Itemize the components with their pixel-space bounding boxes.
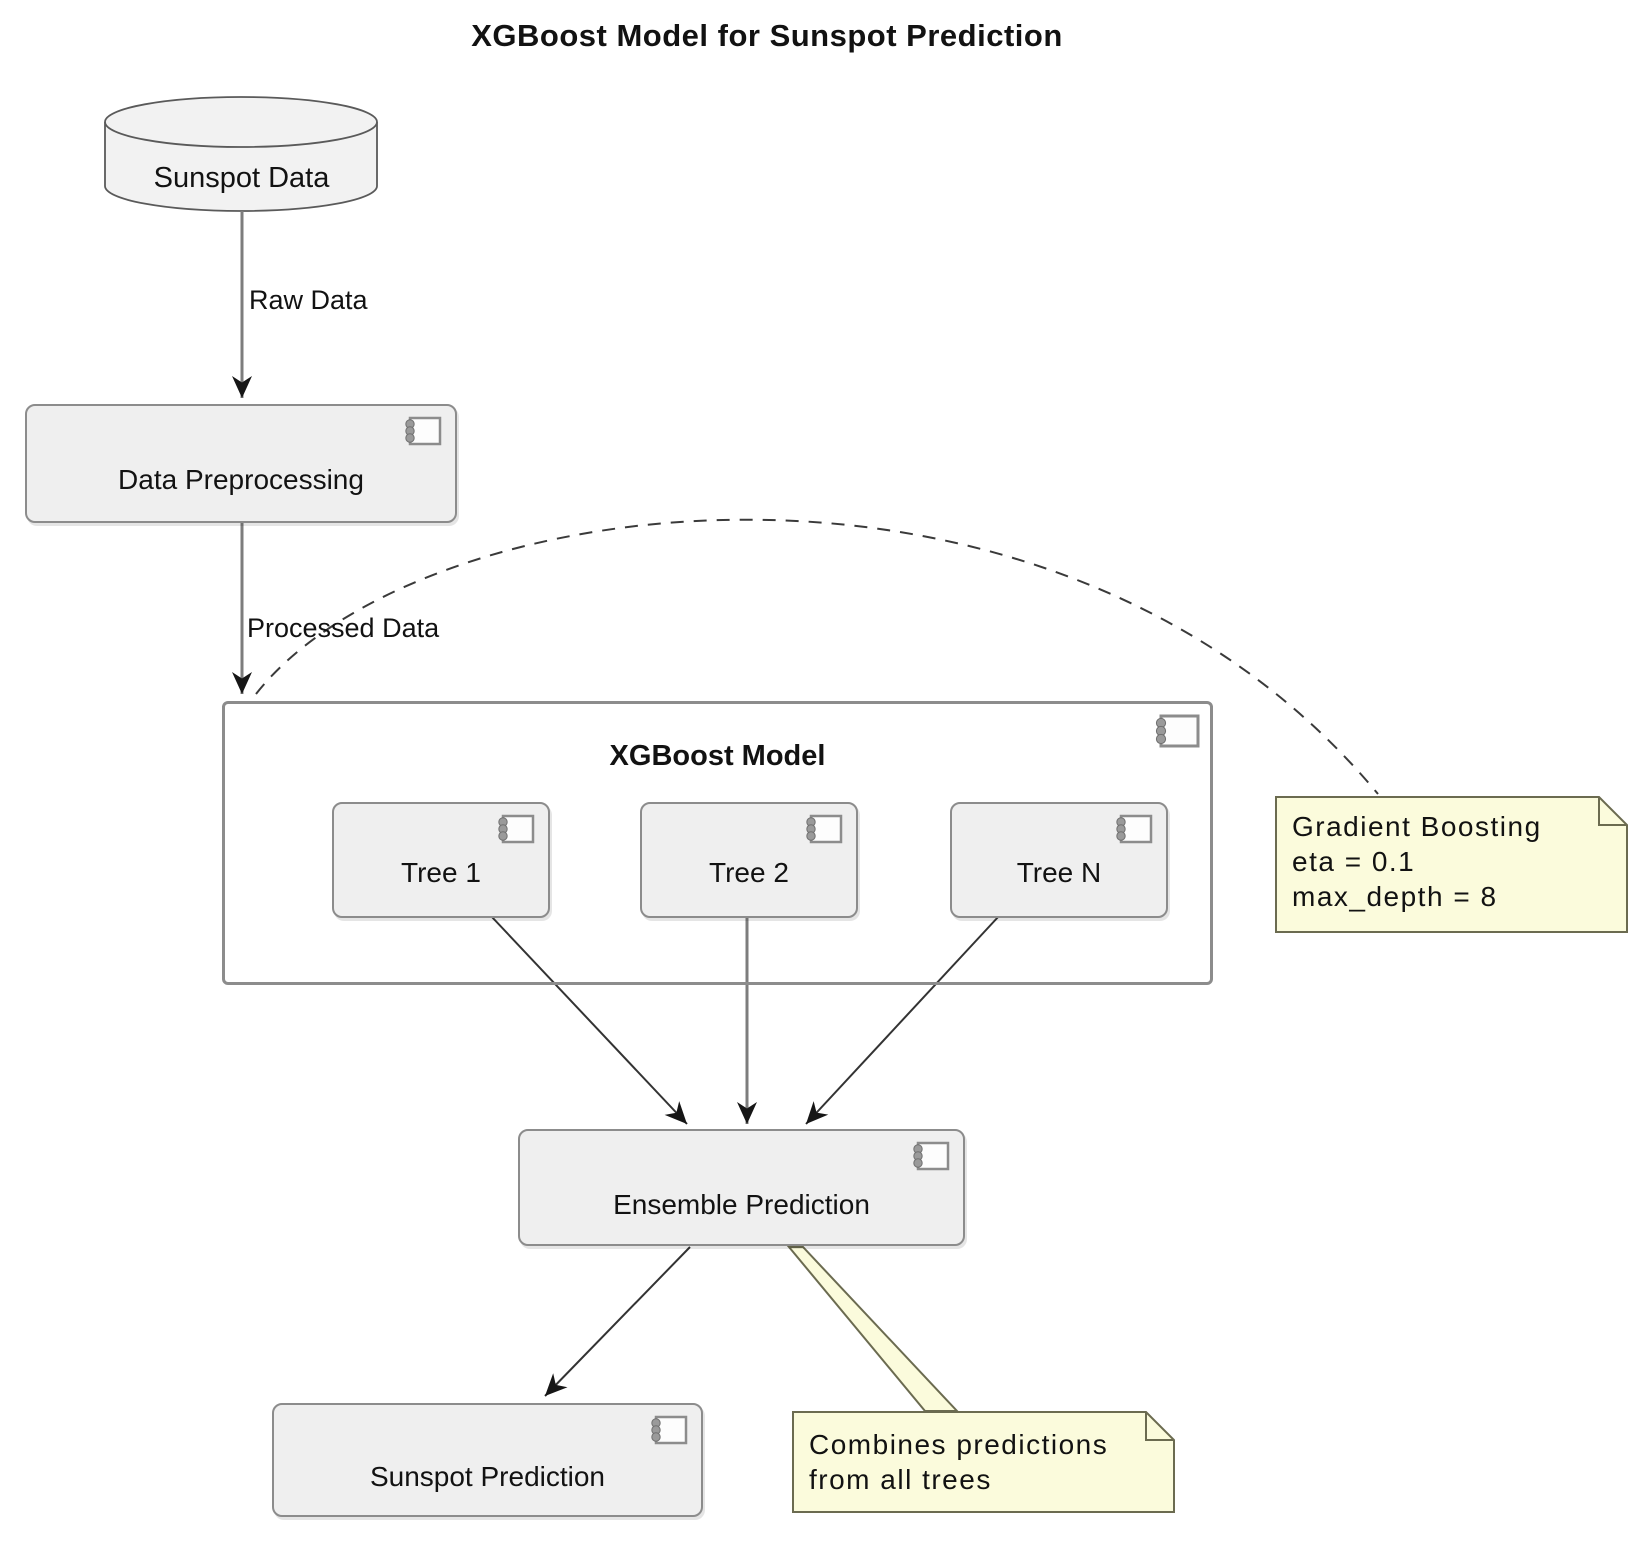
- note-fold-icon: [1145, 1412, 1174, 1441]
- note-connector: [786, 1246, 960, 1412]
- component-icon: [908, 1141, 950, 1176]
- node-xgboost-model: [222, 701, 1213, 985]
- note-gradient-line-2: eta = 0.1: [1292, 846, 1416, 877]
- node-sunspot-data-label: Sunspot Data: [153, 162, 330, 194]
- edge-label-raw-data: Raw Data: [249, 285, 368, 315]
- diagram-title: XGBoost Model for Sunspot Prediction: [471, 18, 1063, 53]
- node-tree-2-label: Tree 2: [709, 857, 789, 888]
- node-sunspot-prediction: Sunspot Prediction: [272, 1403, 703, 1517]
- node-sunspot-prediction-label: Sunspot Prediction: [369, 1461, 606, 1492]
- component-icon: [646, 1415, 688, 1450]
- component-icon: [493, 814, 535, 849]
- node-xgboost-model-label: XGBoost Model: [609, 740, 826, 772]
- edge-tree1-to-ensemble: [490, 915, 688, 1125]
- component-icon: [1150, 714, 1200, 753]
- node-tree-1: Tree 1: [332, 802, 550, 918]
- note-gradient-line-1: Gradient Boosting: [1292, 811, 1542, 842]
- node-data-preprocessing: Data Preprocessing: [25, 404, 457, 523]
- component-icon: [801, 814, 843, 849]
- component-icon: [400, 416, 442, 451]
- note-gradient-line-3: max_depth = 8: [1292, 881, 1498, 912]
- node-tree-n: Tree N: [950, 802, 1168, 918]
- note-fold-icon: [1598, 797, 1627, 826]
- node-tree-2: Tree 2: [640, 802, 858, 918]
- node-tree-1-label: Tree 1: [401, 857, 481, 888]
- note-combines-line-2: from all trees: [809, 1464, 992, 1495]
- component-icon: [1111, 814, 1153, 849]
- node-ensemble-prediction: Ensemble Prediction: [518, 1129, 965, 1246]
- note-shape: [1275, 796, 1628, 933]
- note-gradient-boosting: Gradient Boosting eta = 0.1 max_depth = …: [1275, 796, 1628, 933]
- node-data-preprocessing-label: Data Preprocessing: [118, 464, 364, 495]
- edge-treen-to-ensemble: [805, 915, 1000, 1125]
- node-tree-n-label: Tree N: [1016, 857, 1102, 888]
- edge-label-processed-data: Processed Data: [247, 613, 440, 643]
- note-combines-predictions: Combines predictions from all trees: [792, 1411, 1175, 1513]
- edge-ensemble-to-sunspot: [544, 1246, 691, 1397]
- node-ensemble-prediction-label: Ensemble Prediction: [613, 1189, 870, 1220]
- note-shape: [792, 1411, 1175, 1513]
- note-combines-line-1: Combines predictions: [809, 1429, 1109, 1460]
